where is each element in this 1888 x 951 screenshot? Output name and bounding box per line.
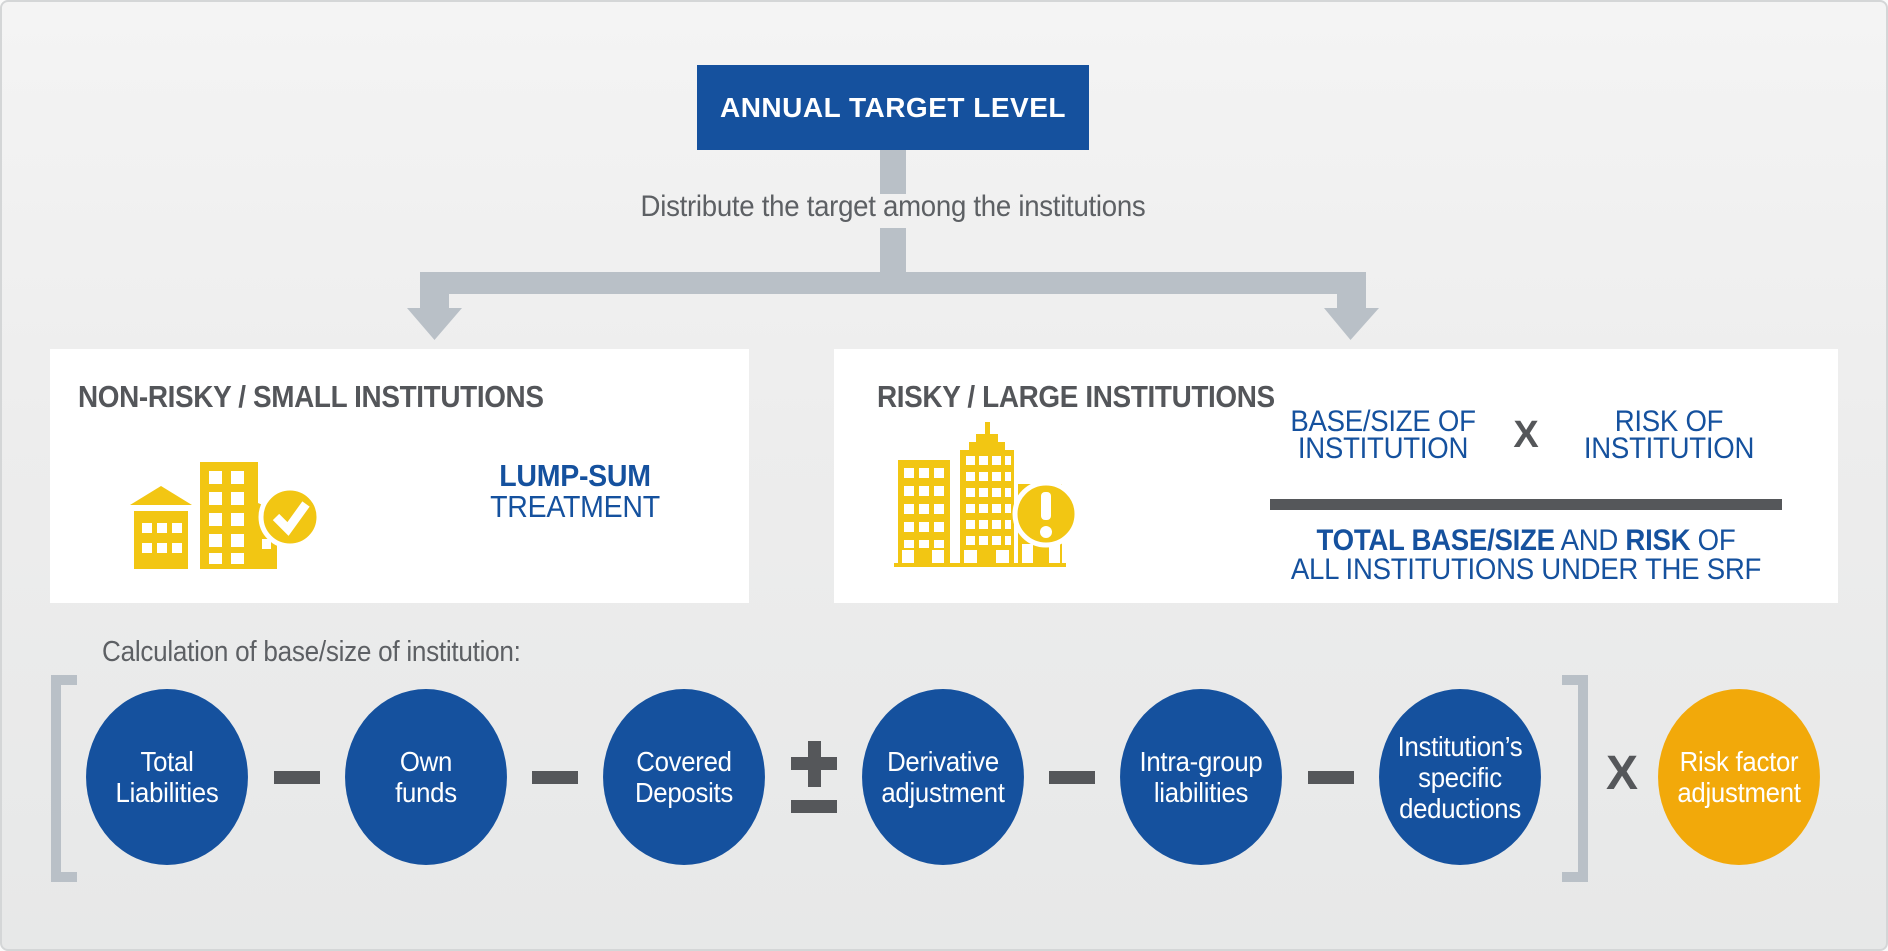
non-risky-panel-heading: NON-RISKY / SMALL INSTITUTIONS: [78, 379, 544, 414]
denominator-line1: TOTAL BASE/SIZE AND RISK OF: [1316, 524, 1736, 557]
operator-minus-1: [274, 689, 320, 865]
formula-multiply-sign: X: [1513, 413, 1539, 456]
right-bracket: [1562, 675, 1588, 882]
right-down-arrow-icon: [1324, 294, 1379, 340]
contribution-formula: BASE/SIZE OF INSTITUTION X RISK OF INSTI…: [1270, 402, 1782, 597]
formula-denominator: TOTAL BASE/SIZE AND RISK OF ALL INSTITUT…: [1290, 524, 1762, 586]
left-bracket: [51, 675, 77, 882]
operator-minus-2: [532, 689, 578, 865]
large-institutions-alert-icon: [894, 422, 1080, 567]
distribute-target-label: Distribute the target among the institut…: [640, 190, 1146, 223]
denominator-line2: ALL INSTITUTIONS UNDER THE SRF: [1290, 553, 1762, 586]
annual-target-level-box: ANNUAL TARGET LEVEL: [697, 65, 1089, 150]
exclamation-icon: [1041, 492, 1051, 520]
connector-stem-top: [880, 150, 906, 194]
operator-minus-4: [1308, 689, 1354, 865]
operator-plus-minus: [791, 689, 837, 865]
annual-target-level-label: ANNUAL TARGET LEVEL: [719, 91, 1067, 123]
connector-horizontal-bar: [420, 272, 1366, 294]
check-icon: [272, 501, 310, 536]
check-circle: [258, 485, 322, 549]
fraction-divider-line: [1270, 499, 1782, 510]
connector-stem-bottom: [880, 228, 906, 276]
left-down-arrow-icon: [407, 294, 462, 340]
risk-multiply-sign: X: [1605, 747, 1638, 800]
branch-connector-arrows: [407, 150, 1379, 340]
calculation-label: Calculation of base/size of institution:: [102, 636, 521, 668]
lump-sum-line: LUMP-SUM: [499, 458, 651, 493]
base-size-of-institution-label: BASE/SIZE OF INSTITUTION: [1290, 405, 1476, 465]
risk-of-institution-label: RISK OF INSTITUTION: [1583, 405, 1755, 465]
small-institutions-check-icon: [130, 462, 322, 569]
operator-minus-3: [1049, 689, 1095, 865]
treatment-line: TREATMENT: [490, 489, 660, 524]
risky-panel-heading: RISKY / LARGE INSTITUTIONS: [877, 379, 1275, 414]
lump-sum-treatment-label: LUMP-SUM TREATMENT: [460, 460, 690, 522]
